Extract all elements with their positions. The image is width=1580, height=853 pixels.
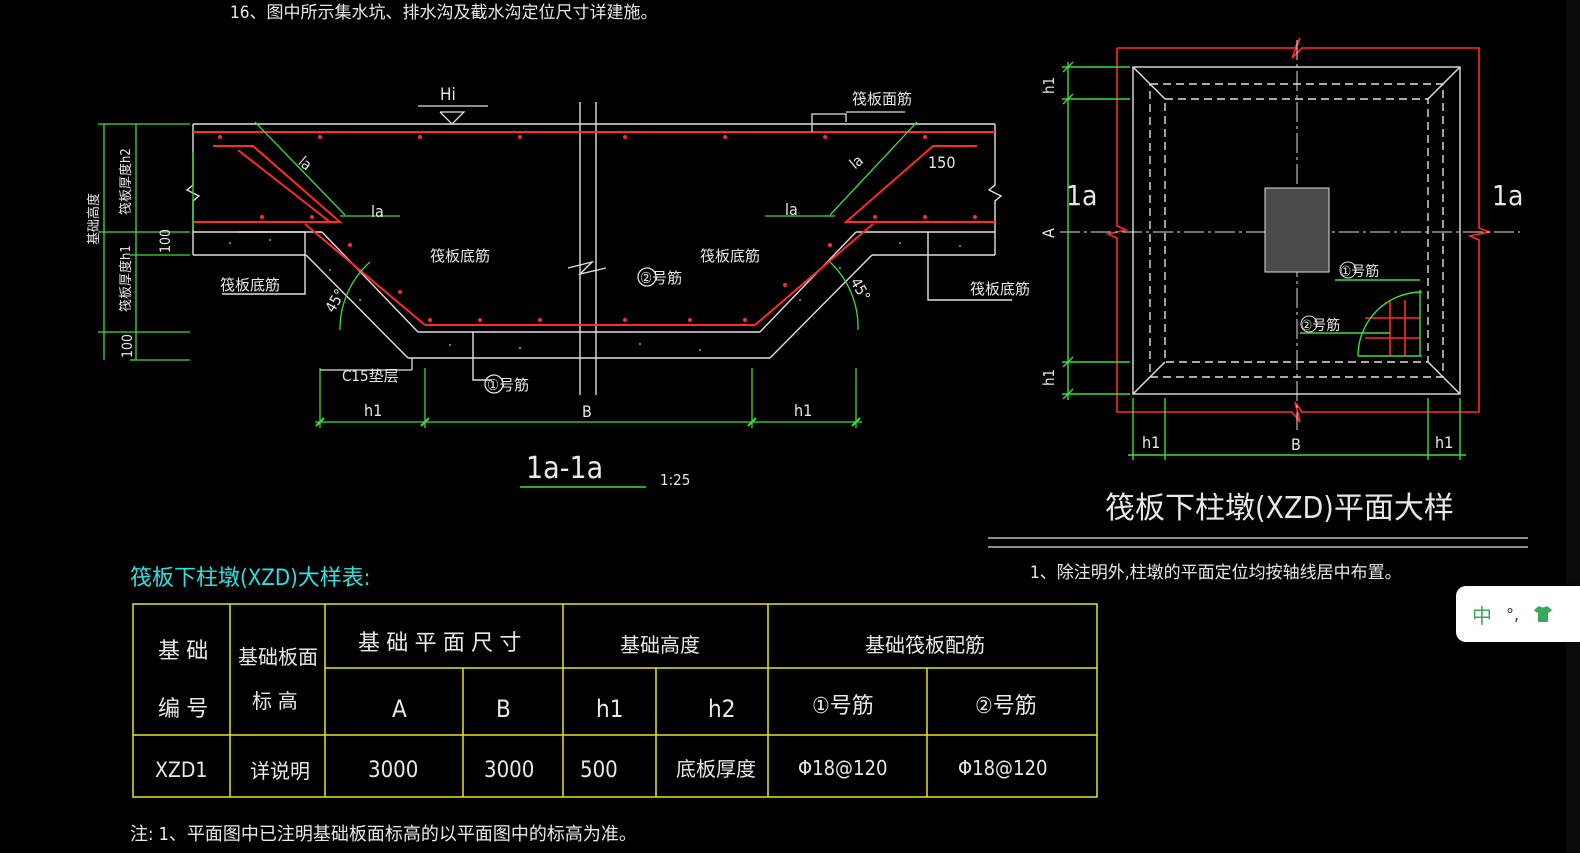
section-scale: 1:25 (660, 471, 690, 489)
td-bar1: Φ18@120 (798, 756, 887, 780)
plan-title: 筏板下柱墩(XZD)平面大样 (1105, 491, 1454, 526)
la-label-3: la (846, 151, 867, 173)
angle-right: 45° (846, 275, 874, 305)
lbl-raft-thk-h1: 筏板厚度h1 (118, 245, 134, 312)
cut-label-left: 1a (1066, 179, 1097, 212)
plan-note: 1、除注明外,柱墩的平面定位均按轴线居中布置。 (1030, 563, 1402, 583)
level-mark: Hi (440, 85, 456, 105)
ime-toolbar[interactable]: 中 °, (1456, 586, 1580, 642)
th-elev-1: 基础板面 (238, 645, 318, 669)
th-b: B (496, 695, 511, 723)
top-note: 16、图中所示集水坑、排水沟及截水沟定位尺寸详建施。 (230, 3, 657, 23)
la-label-4: la (785, 200, 798, 219)
td-code: XZD1 (155, 758, 207, 782)
raft-bottom-bar-mid-right: 筏板底筋 (700, 247, 760, 265)
plan-view: 1a 1a A h1 h1 h1 B h1 ①号筋 ②号筋 筏板下柱墩(XZD)… (988, 37, 1528, 583)
angle-left: 45° (322, 286, 350, 316)
cut-label-right: 1a (1492, 179, 1523, 212)
th-h2: h2 (708, 695, 735, 723)
plan-bar2: ②号筋 (1301, 317, 1340, 334)
th-elev-2: 标 高 (252, 689, 298, 713)
section-title: 1a-1a (526, 451, 603, 486)
plan-dim-h1-left: h1 (1142, 433, 1160, 452)
table-footnote: 注: 1、平面图中已注明基础板面标高的以平面图中的标高为准。 (130, 824, 637, 845)
lbl-found-thk-h2: 筏板厚度h2 (118, 148, 134, 215)
dim-h1-right: h1 (794, 401, 812, 420)
hook-150: 150 (928, 153, 955, 172)
th-bar2: ②号筋 (975, 694, 1037, 719)
th-a: A (392, 695, 407, 723)
dim-h1-left: h1 (364, 401, 382, 420)
plan-dim-h1-right: h1 (1435, 433, 1453, 452)
td-h1: 500 (580, 758, 618, 783)
cushion-label: C15垫层 (342, 367, 399, 385)
bar1-label: ①号筋 (487, 376, 529, 394)
plan-bar1: ①号筋 (1340, 263, 1379, 280)
table-heading: 筏板下柱墩(XZD)大样表: (130, 566, 370, 591)
th-h1: h1 (596, 695, 623, 723)
td-a: 3000 (368, 758, 418, 783)
skin-icon[interactable] (1533, 605, 1553, 623)
raft-bottom-bar-right: 筏板底筋 (970, 280, 1030, 298)
plan-dim-h1-top: h1 (1040, 77, 1058, 94)
td-elev: 详说明 (250, 759, 310, 783)
la-label-2: la (371, 202, 384, 221)
dim-100-bottom: 100 (120, 334, 136, 358)
td-h2: 底板厚度 (676, 757, 756, 781)
raft-top-bar-label: 筏板面筋 (852, 90, 912, 108)
th-code-1: 基 础 (158, 639, 208, 664)
td-b: 3000 (484, 758, 534, 783)
section-1a-1a: Hi 筏板面筋 la la la la 150 筏板底筋 筏板底筋 筏板底筋 筏… (86, 85, 1030, 489)
plan-dim-a: A (1039, 228, 1058, 238)
th-height: 基础高度 (620, 633, 700, 657)
td-bar2: Φ18@120 (958, 756, 1047, 780)
dim-b: B (582, 402, 592, 421)
plan-dim-h1-bottom: h1 (1040, 369, 1058, 386)
dim-100-top: 100 (158, 229, 174, 253)
ime-mode-toggle[interactable]: 中 (1472, 603, 1492, 628)
th-code-2: 编 号 (158, 697, 208, 722)
column (1264, 187, 1330, 273)
la-label-1: la (295, 153, 316, 175)
right-scrollbar[interactable] (1566, 0, 1580, 853)
th-size: 基 础 平 面 尺 寸 (358, 631, 521, 656)
lbl-found-height: 基础高度 (86, 193, 102, 245)
th-bar1: ①号筋 (812, 694, 874, 719)
bar2-label: ②号筋 (640, 269, 682, 287)
th-rebar: 基础筏板配筋 (865, 633, 985, 657)
xzd-table: 筏板下柱墩(XZD)大样表: 基 础 编 号 基础板面 标 高 基 础 平 面 … (130, 566, 1098, 845)
plan-dim-b: B (1291, 435, 1301, 454)
raft-bottom-bar-mid-left: 筏板底筋 (430, 247, 490, 265)
raft-bottom-bar-left: 筏板底筋 (220, 276, 280, 294)
ime-punct-toggle[interactable]: °, (1506, 604, 1520, 624)
